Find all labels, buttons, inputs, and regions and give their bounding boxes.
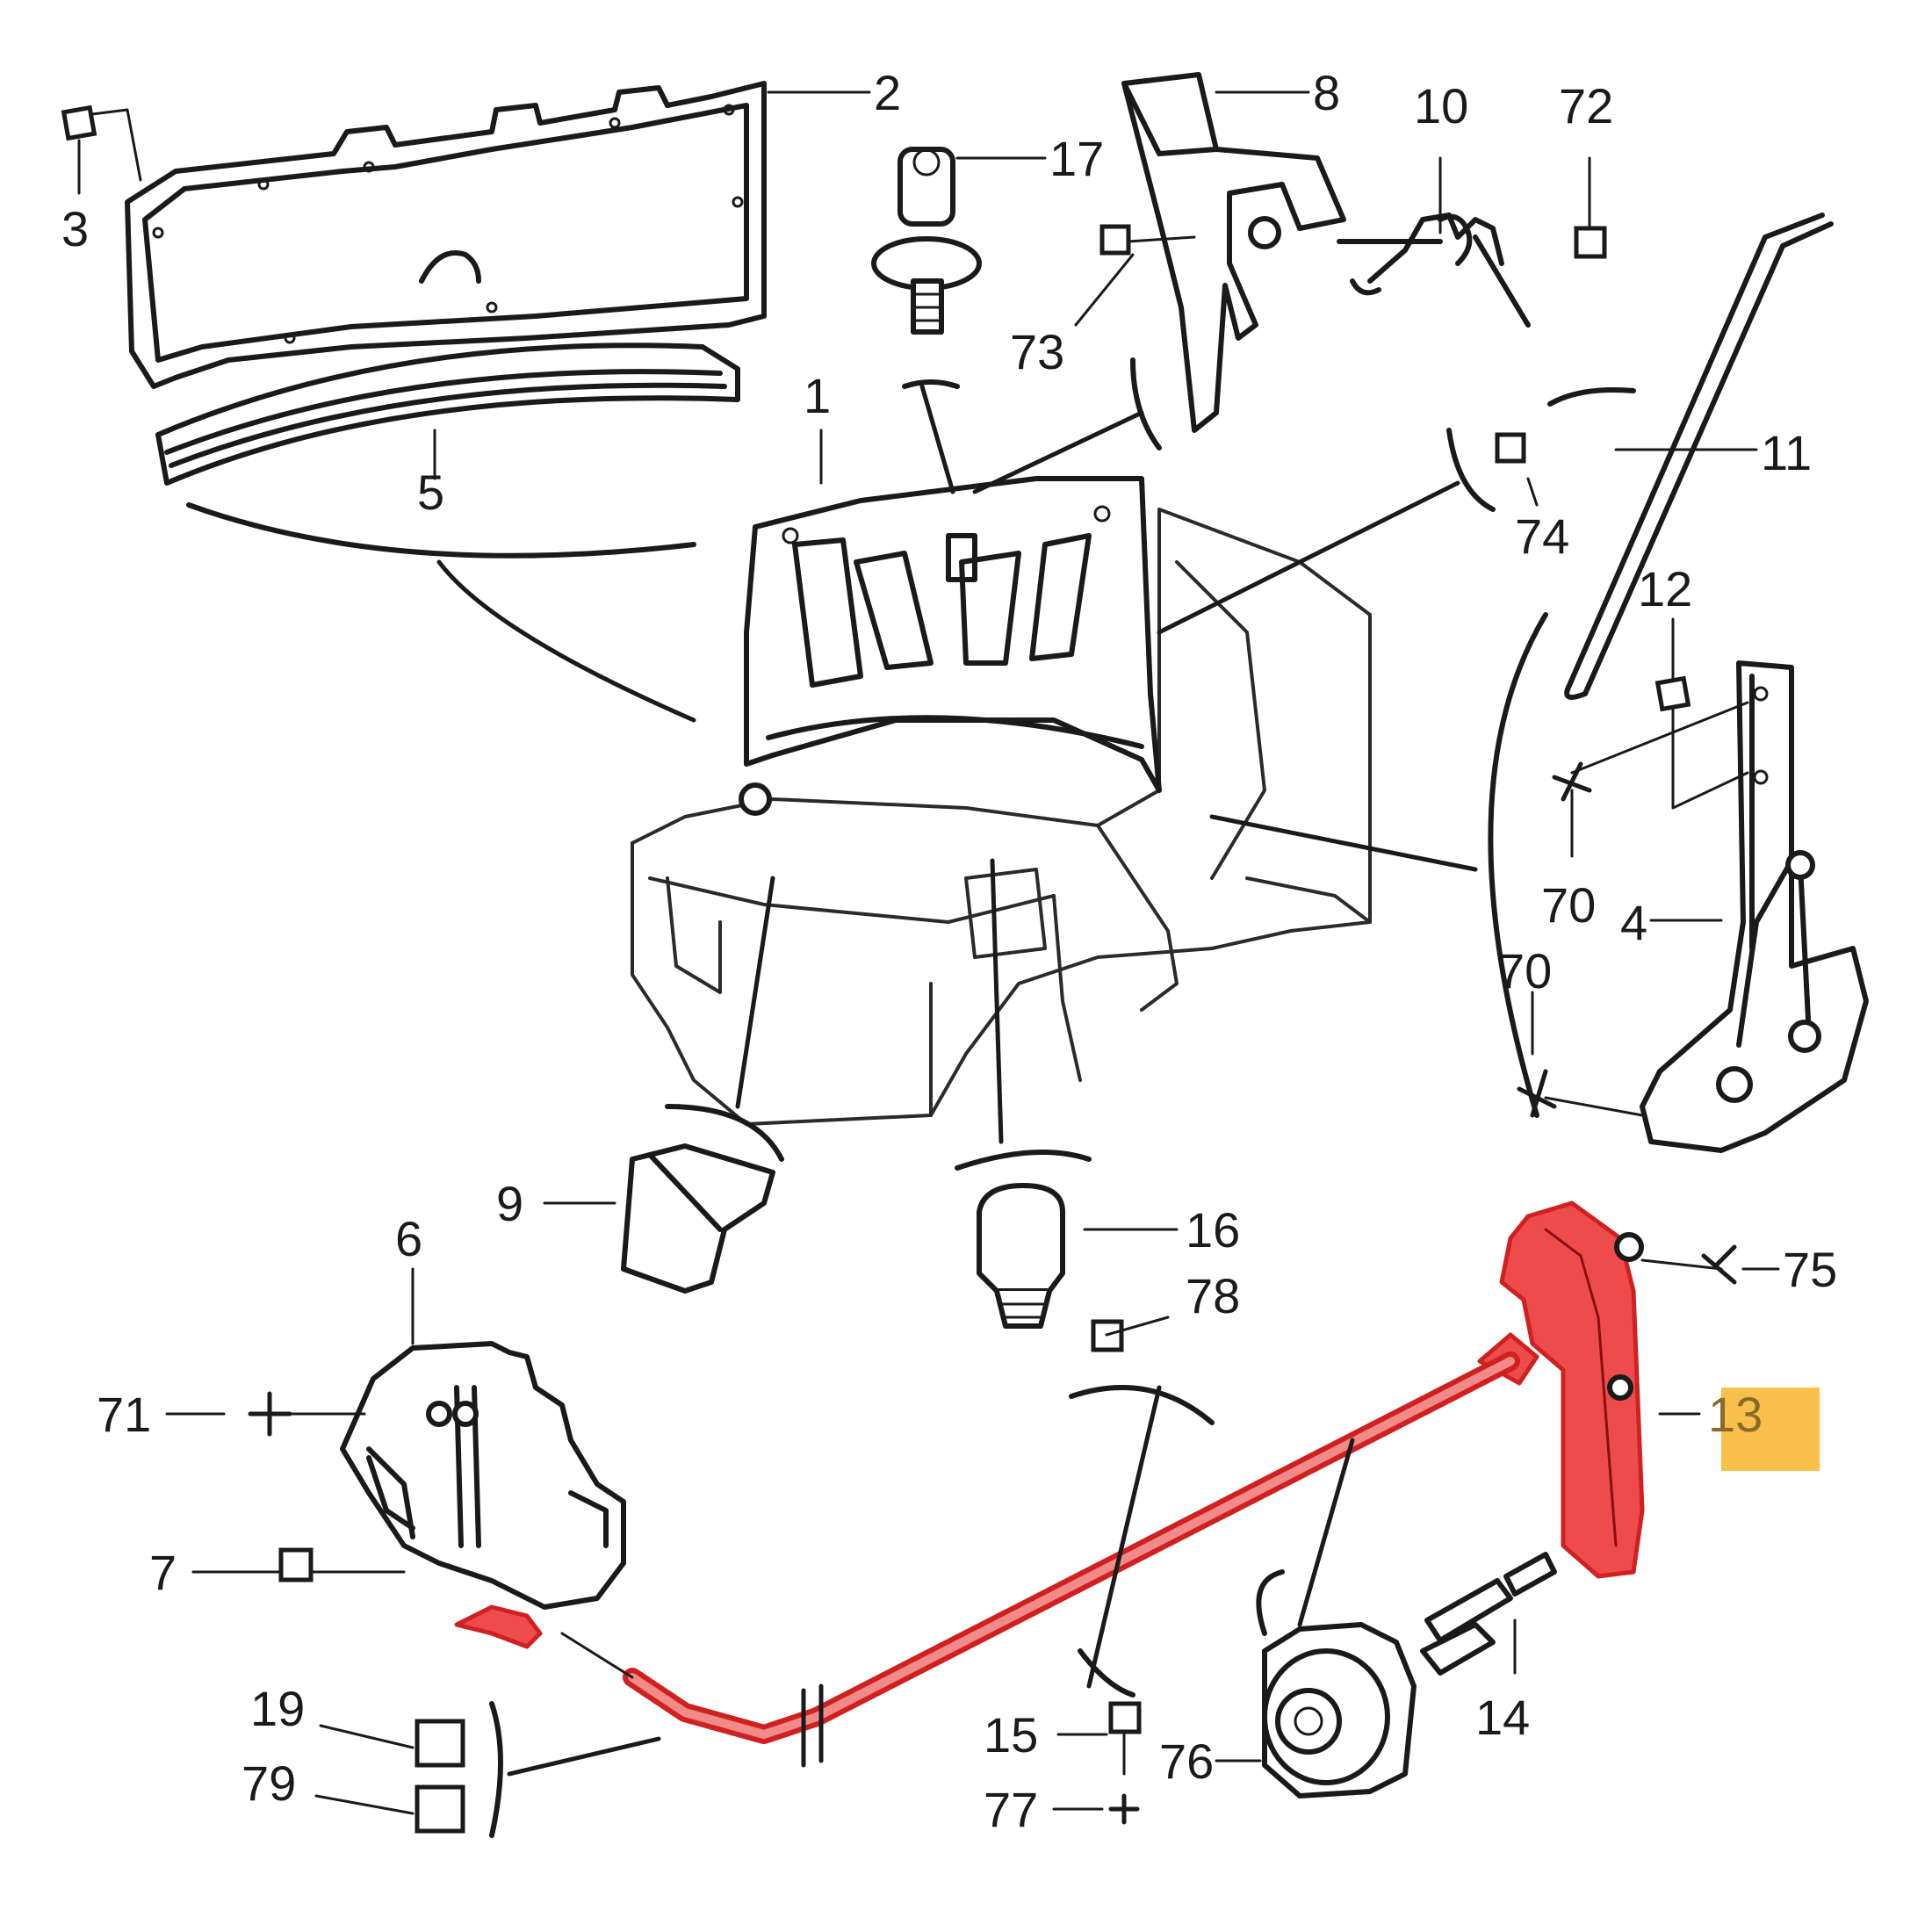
callout-labels: 1 2 3 5 17 8 10 72 73 11 74 12 70 4 70 9… xyxy=(61,65,1837,1837)
callout-13-highlight xyxy=(1721,1388,1820,1471)
callout-19: 19 xyxy=(250,1681,305,1736)
hinge-bracket-part xyxy=(1121,72,1346,433)
hood-seal-strip xyxy=(155,342,740,486)
callout-6: 6 xyxy=(395,1211,422,1266)
pin-part xyxy=(1420,1552,1557,1676)
bolt-part xyxy=(871,147,982,335)
callout-10: 10 xyxy=(1414,78,1468,133)
callout-79: 79 xyxy=(242,1755,296,1811)
hinge-assembly-part xyxy=(1640,660,1869,1153)
callout-17: 17 xyxy=(1049,131,1104,186)
callout-75: 75 xyxy=(1783,1242,1837,1297)
callout-70-lower: 70 xyxy=(1497,943,1552,998)
callout-14: 14 xyxy=(1475,1690,1530,1745)
callout-12: 12 xyxy=(1638,561,1692,616)
callout-70-upper: 70 xyxy=(1541,877,1596,933)
hood-release-lever-highlighted[interactable] xyxy=(1477,1200,1645,1579)
hood-insulation-panel xyxy=(125,81,767,389)
callout-9: 9 xyxy=(496,1176,523,1231)
callout-78: 78 xyxy=(1186,1268,1240,1323)
callout-4: 4 xyxy=(1620,895,1647,950)
callout-15: 15 xyxy=(984,1707,1038,1763)
spring-part xyxy=(1337,213,1531,328)
callout-16: 16 xyxy=(1186,1202,1240,1258)
car-front-body xyxy=(631,476,1372,1126)
callout-77: 77 xyxy=(984,1782,1038,1837)
callout-71: 71 xyxy=(97,1387,151,1442)
rubber-buffer-part xyxy=(621,1143,775,1294)
callout-2: 2 xyxy=(874,65,901,120)
grouping-arcs xyxy=(186,357,1636,1838)
clip-squares xyxy=(61,105,1691,1834)
callout-13: 13 xyxy=(1708,1387,1763,1442)
release-cable-highlighted[interactable] xyxy=(454,1352,1520,1768)
callout-76: 76 xyxy=(1159,1734,1214,1789)
callout-73: 73 xyxy=(1010,324,1064,379)
support-rod-part xyxy=(1564,213,1834,700)
callout-11: 11 xyxy=(1761,425,1812,480)
callout-7: 7 xyxy=(149,1545,177,1600)
release-knob-part xyxy=(1262,1622,1417,1799)
callout-5: 5 xyxy=(417,465,444,520)
callout-74: 74 xyxy=(1515,508,1569,564)
leader-lines xyxy=(77,90,1780,1825)
callout-72: 72 xyxy=(1559,78,1613,133)
stop-buffer-part xyxy=(977,1183,1065,1329)
hood-lock-part xyxy=(340,1341,626,1610)
callout-3: 3 xyxy=(61,201,89,256)
callout-8: 8 xyxy=(1313,65,1340,120)
callout-1: 1 xyxy=(804,368,831,423)
